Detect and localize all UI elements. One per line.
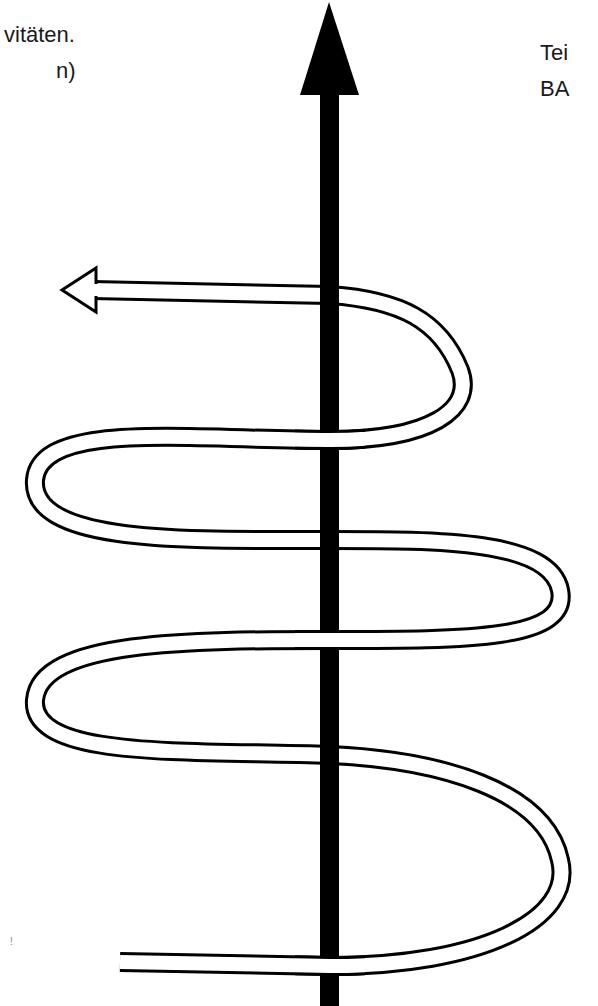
vertical-arrow xyxy=(300,2,359,1006)
spiral-arrow xyxy=(35,268,562,966)
text-fragment: ! xyxy=(10,936,13,948)
text-fragment: BA xyxy=(540,76,569,102)
text-fragment: vitäten. xyxy=(4,22,75,48)
text-fragment: Tei xyxy=(540,40,568,66)
text-fragment: n) xyxy=(56,58,76,84)
spiral-front xyxy=(35,290,562,966)
